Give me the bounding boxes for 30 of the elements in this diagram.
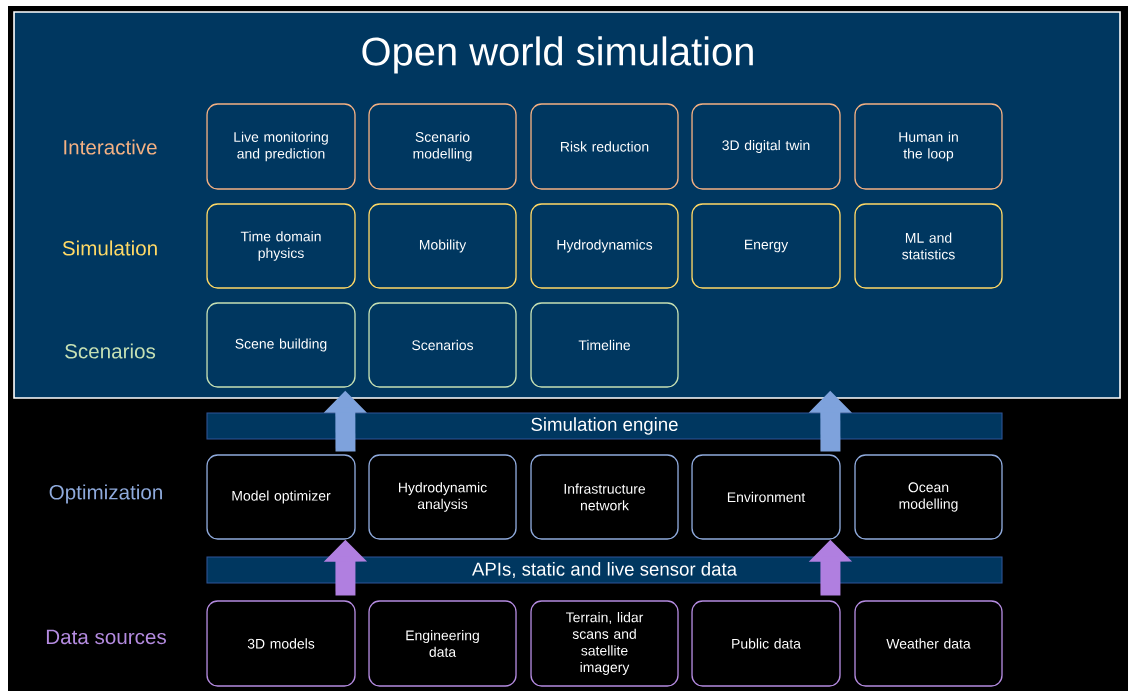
process-box: Terrain, lidar scans and satellite imagery <box>530 600 679 687</box>
process-box: Timeline <box>530 302 679 388</box>
layer-label: Interactive <box>64 139 157 155</box>
process-box: Time domain physics <box>206 203 356 289</box>
process-box: Risk reduction <box>530 103 679 190</box>
process-box: Energy <box>691 203 841 289</box>
process-box: Mobility <box>368 203 517 289</box>
layer-label: Simulation <box>62 240 157 256</box>
process-box: ML and statistics <box>854 203 1003 289</box>
process-box: Infrastructure network <box>530 454 679 540</box>
process-box: Public data <box>691 600 841 687</box>
process-box: Scene building <box>206 302 356 388</box>
process-box: Weather data <box>854 600 1003 687</box>
layer-band: APIs, static and live sensor data <box>206 556 1003 584</box>
process-box: 3D models <box>206 600 356 687</box>
process-box: Scenarios <box>368 302 517 388</box>
layer-label: Optimization <box>49 484 162 504</box>
process-box: Model optimizer <box>206 454 356 540</box>
process-box: Ocean modelling <box>854 454 1003 540</box>
process-box: Engineering data <box>368 600 517 687</box>
layer-band: Simulation engine <box>206 412 1003 440</box>
process-box: Hydrodynamics <box>530 203 679 289</box>
layer-label: Scenarios <box>65 343 156 359</box>
process-box: Human in the loop <box>854 103 1003 190</box>
layer-label: Data sources <box>46 629 166 645</box>
process-box: 3D digital twin <box>691 103 841 190</box>
process-box: Hydrodynamic analysis <box>368 454 517 540</box>
process-box: Live monitoring and prediction <box>206 103 356 190</box>
process-box: Environment <box>691 454 841 540</box>
process-box: Scenario modelling <box>368 103 517 190</box>
